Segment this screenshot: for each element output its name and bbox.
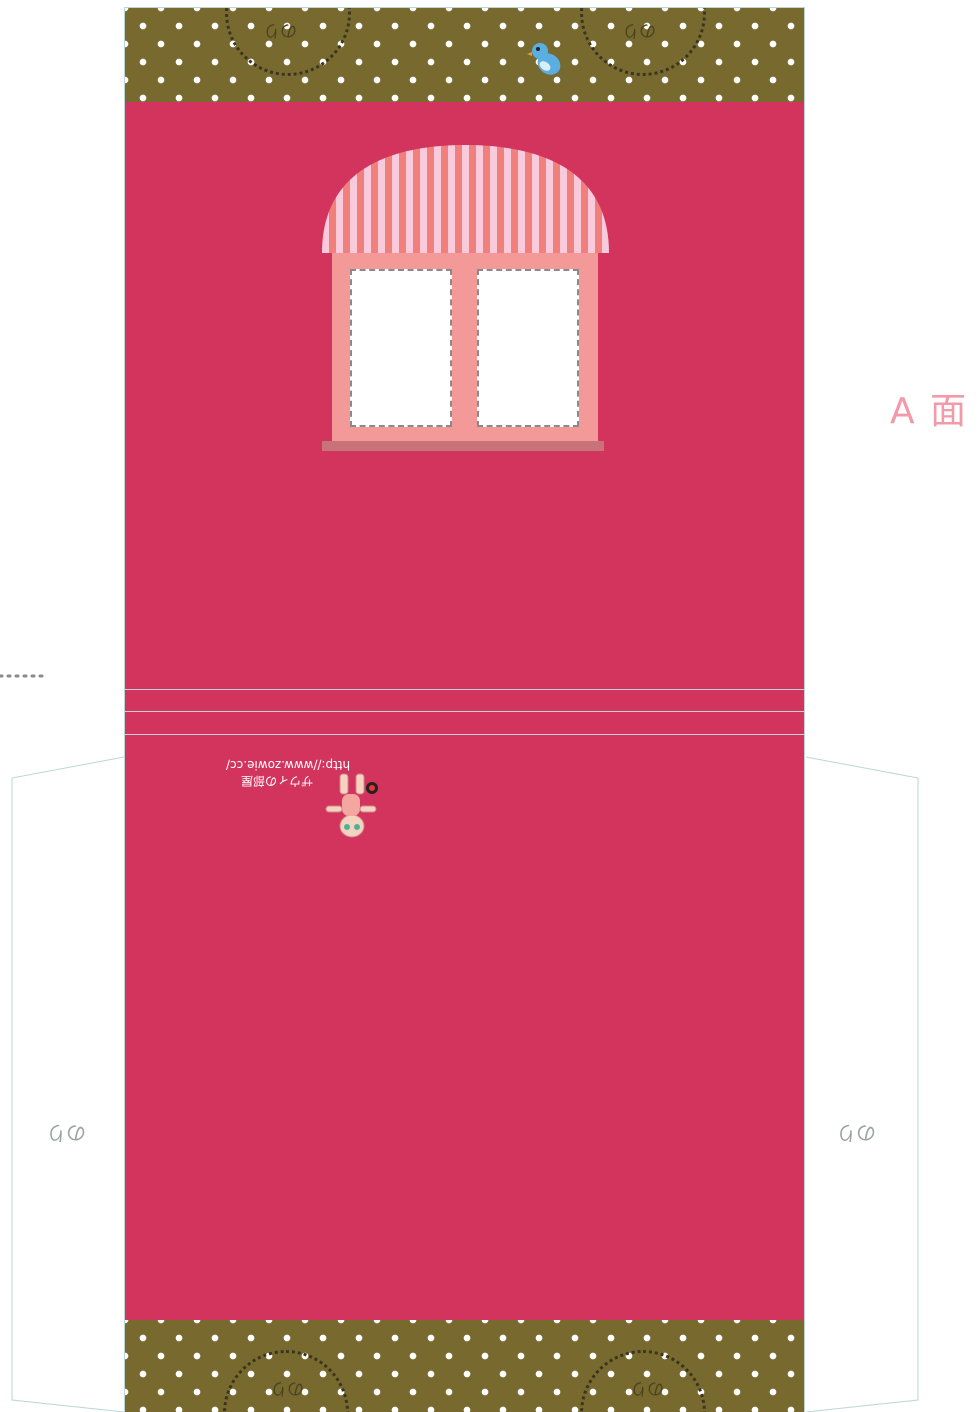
bird-icon [527, 43, 571, 84]
fold-line-3 [124, 734, 805, 735]
window-pane-right [477, 269, 579, 427]
left-flap-outline [11, 756, 125, 1412]
bottom-dot-band: のり のり [125, 1320, 804, 1412]
lower-pink-panel [125, 735, 804, 1320]
bunny-character-icon [325, 773, 378, 838]
right-flap-outline [805, 756, 919, 1412]
glue-label-bottom-right: のり [630, 1378, 664, 1398]
credit-url: http://www.zowie.cc/ [226, 758, 351, 772]
glue-label-top-right: のり [622, 20, 656, 40]
side-label: A 面 [890, 391, 969, 432]
glue-label-top-left: のり [263, 20, 297, 40]
awning [322, 145, 609, 253]
credit-site-name: ザウィの部屋 [241, 774, 314, 788]
window [322, 143, 609, 453]
window-sill [322, 441, 604, 451]
window-pane-left [350, 269, 452, 427]
glue-label-left-flap: のり [46, 1121, 86, 1145]
fold-line-2 [124, 711, 805, 712]
glue-label-right-flap: のり [836, 1121, 876, 1145]
top-dot-band: のり のり [125, 8, 804, 102]
fold-line-1 [124, 689, 805, 690]
glue-label-bottom-left: のり [270, 1378, 304, 1398]
